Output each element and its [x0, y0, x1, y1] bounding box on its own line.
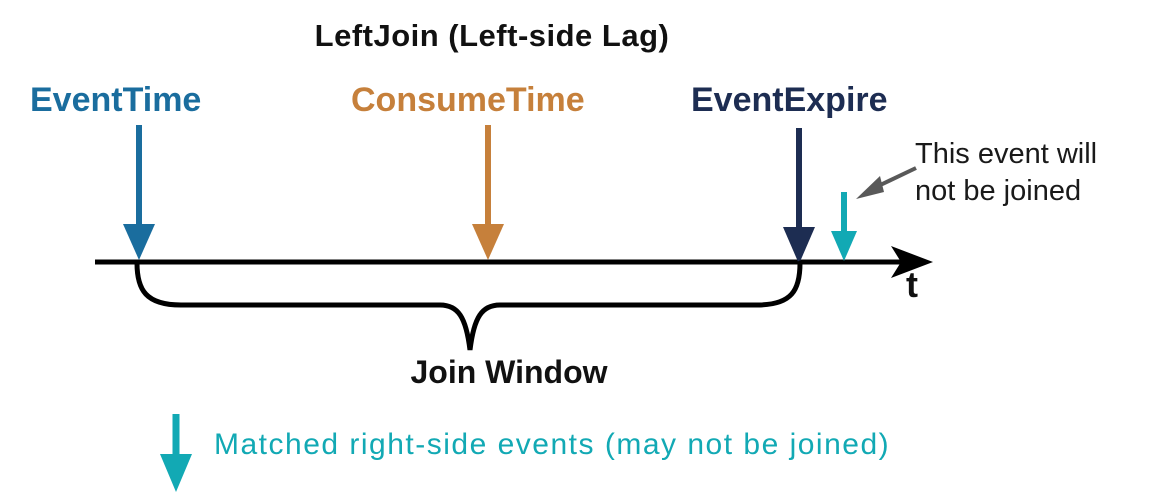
diagram-title: LeftJoin (Left-side Lag) — [314, 18, 670, 53]
timeline-axis — [95, 246, 933, 278]
annotation-pointer-arrow — [856, 166, 917, 199]
legend-arrow — [160, 414, 192, 492]
annotation-line-1: This event will — [915, 138, 1098, 170]
consume-time-arrow — [472, 125, 504, 260]
time-axis-label: t — [906, 264, 918, 305]
event-time-label: EventTime — [30, 81, 202, 119]
annotation-line-2: not be joined — [915, 175, 1082, 207]
unjoined-event-annotation: This event will not be joined — [915, 136, 1097, 210]
legend-label: Matched right-side events (may not be jo… — [214, 428, 891, 461]
event-time-arrow — [123, 125, 155, 260]
join-window-label: Join Window — [410, 354, 608, 390]
event-expire-label: EventExpire — [691, 81, 888, 119]
event-expire-arrow — [783, 128, 815, 264]
unjoined-event-arrow — [831, 192, 857, 261]
consume-time-label: ConsumeTime — [351, 81, 585, 119]
join-window-brace — [134, 260, 803, 351]
